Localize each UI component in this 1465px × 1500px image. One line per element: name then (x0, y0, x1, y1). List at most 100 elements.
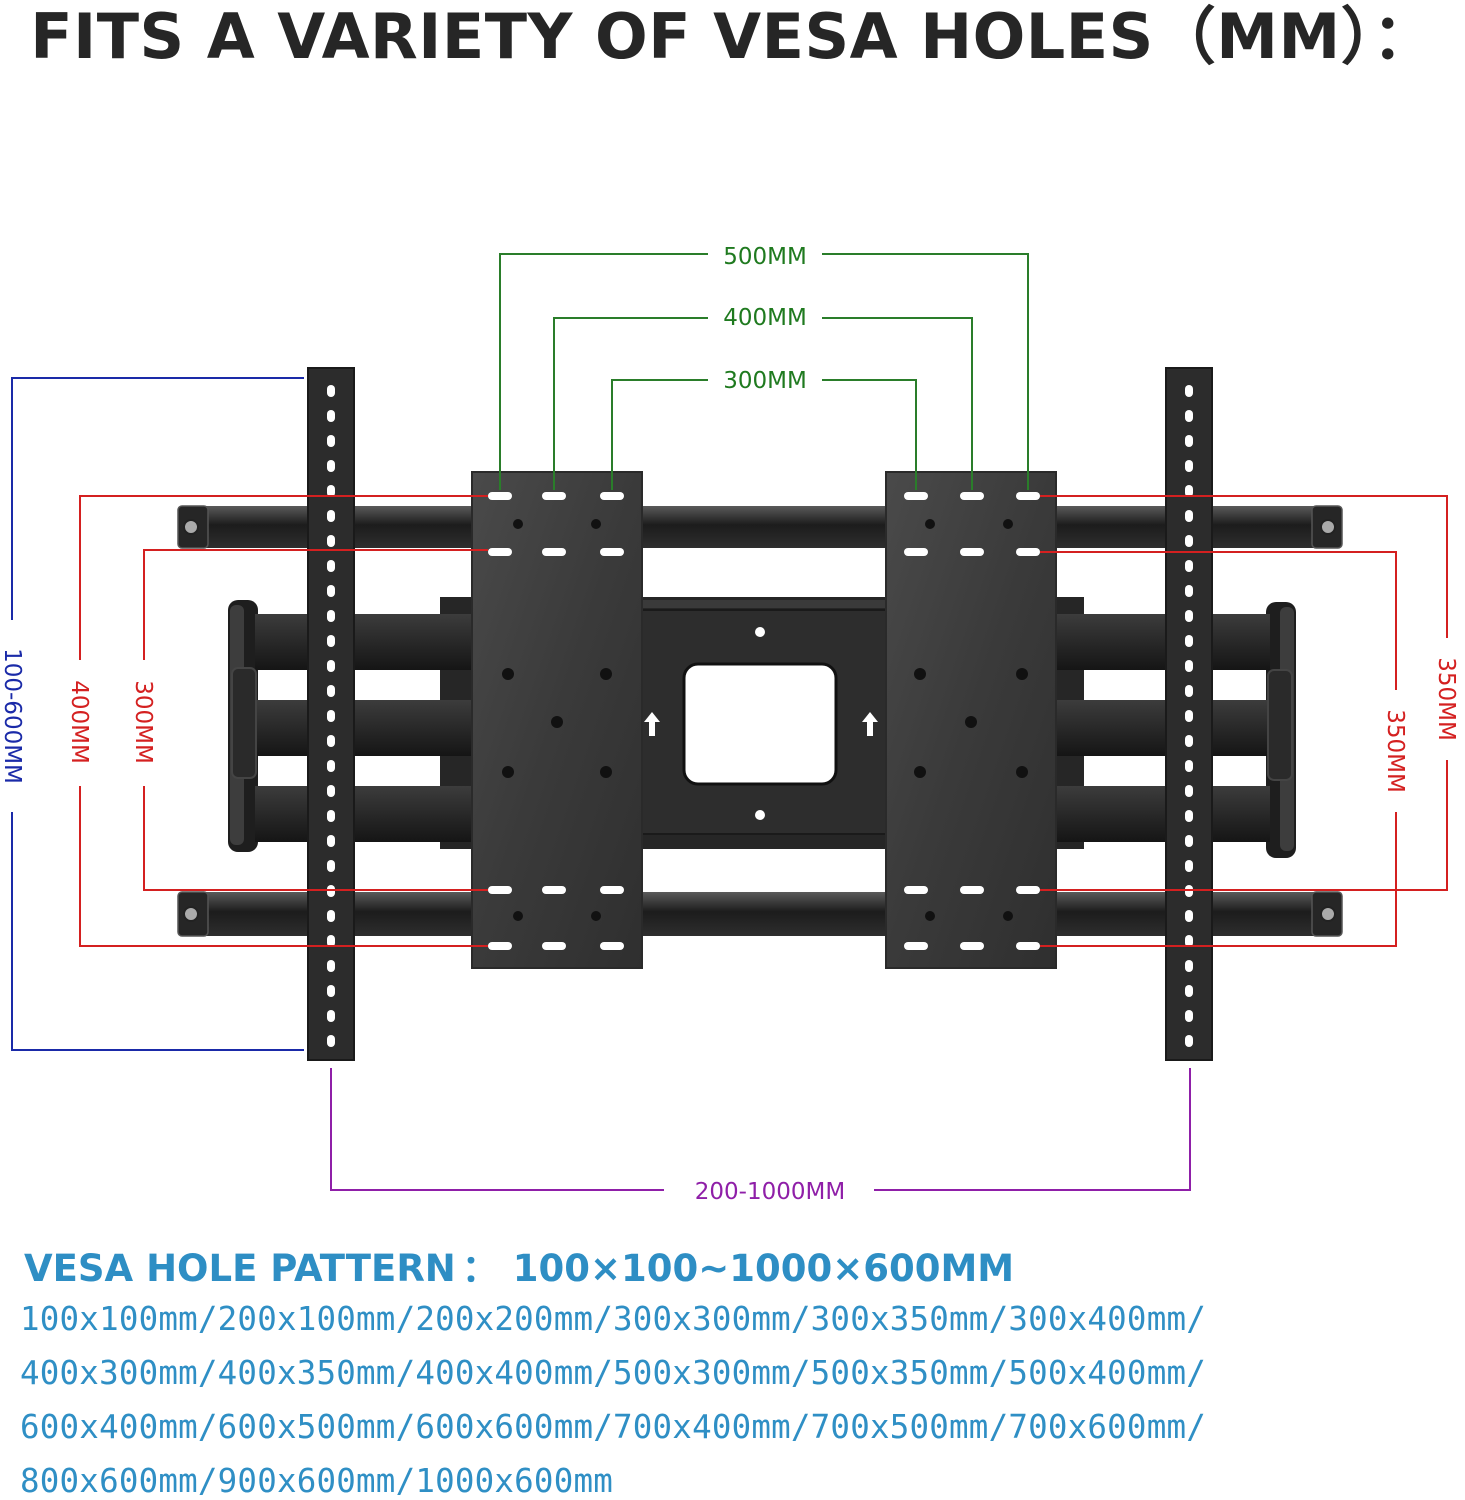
plate-screw-hole (513, 911, 523, 921)
dim-350mm-inner-label: 350MM (1382, 709, 1408, 793)
plate-screw-hole (502, 668, 514, 680)
bracket-slot (327, 560, 335, 572)
bracket-slot (327, 910, 335, 922)
pattern-list-line-3: 600x400mm/600x500mm/600x600mm/700x400mm/… (20, 1408, 1206, 1446)
plate-screw-hole (1003, 519, 1013, 529)
bracket-slot (327, 660, 335, 672)
bracket-slot (1185, 685, 1193, 697)
right-arm (1050, 602, 1296, 858)
bracket-slot (327, 1010, 335, 1022)
bottom-dimension (330, 1068, 1191, 1191)
left-arm (228, 600, 475, 852)
bracket-slot (1185, 735, 1193, 747)
pattern-list-line-1: 100x100mm/200x100mm/200x200mm/300x300mm/… (20, 1300, 1206, 1338)
bracket-slot (1185, 910, 1193, 922)
plate-screw-hole (1016, 766, 1028, 778)
vesa-pattern-range: 100×100~1000×600MM (512, 1247, 1015, 1290)
bracket-slot (327, 760, 335, 772)
dim-350mm-outer-label: 350MM (1433, 657, 1459, 741)
plate-screw-hole (1003, 911, 1013, 921)
vesa-hole (600, 492, 624, 500)
bracket-slot (327, 835, 335, 847)
bracket-slot (327, 785, 335, 797)
vesa-hole (1016, 492, 1040, 500)
vesa-hole (600, 548, 624, 556)
vesa-hole (960, 548, 984, 556)
vesa-hole (904, 942, 928, 950)
dim-300mm-vertical-label: 300MM (130, 680, 156, 764)
bracket-slot (1185, 585, 1193, 597)
bracket-slot (1185, 1035, 1193, 1047)
vesa-hole (488, 942, 512, 950)
dim-300mm-label: 300MM (723, 368, 807, 394)
plate-screw-hole (925, 519, 935, 529)
bracket-slot (327, 410, 335, 422)
bracket-slot (1185, 385, 1193, 397)
vesa-hole (542, 548, 566, 556)
bracket-slot (327, 960, 335, 972)
dim-100-600mm-label: 100-600MM (0, 648, 25, 784)
vesa-pattern-heading: VESA HOLE PATTERN：100×100~1000×600MM (24, 1238, 1014, 1292)
left-red-dimensions (79, 495, 488, 947)
vesa-hole (488, 886, 512, 894)
bracket-slot (327, 435, 335, 447)
bracket-slot (327, 810, 335, 822)
dim-200-1000mm-label: 200-1000MM (695, 1179, 845, 1205)
bracket-slot (327, 535, 335, 547)
bracket-slot (1185, 985, 1193, 997)
vesa-hole (904, 492, 928, 500)
bracket-slot (327, 385, 335, 397)
bracket-slot (1185, 435, 1193, 447)
plate-screw-hole (600, 668, 612, 680)
plate-screw-hole (965, 716, 977, 728)
bracket-slot (1185, 835, 1193, 847)
bracket-slots (327, 385, 1193, 1047)
bracket-slot (1185, 660, 1193, 672)
bracket-slot (1185, 785, 1193, 797)
horizontal-dimensions (499, 253, 1029, 490)
plate-screw-hole (1016, 668, 1028, 680)
bracket-slot (1185, 510, 1193, 522)
vesa-hole (1016, 886, 1040, 894)
bracket-slot (1185, 610, 1193, 622)
bracket-slot (1185, 935, 1193, 947)
bracket-slot (327, 510, 335, 522)
vesa-hole (1016, 942, 1040, 950)
bracket-slot (327, 635, 335, 647)
vesa-hole (542, 492, 566, 500)
bracket-slot (327, 685, 335, 697)
bracket-slot (1185, 1010, 1193, 1022)
bracket-slot (1185, 960, 1193, 972)
vesa-hole (542, 886, 566, 894)
bracket-slot (1185, 485, 1193, 497)
plate-screw-hole (591, 519, 601, 529)
vesa-hole (600, 886, 624, 894)
bracket-slot (1185, 760, 1193, 772)
left-blue-dimension (11, 377, 304, 1051)
bracket-slot (327, 710, 335, 722)
bracket-slot (327, 860, 335, 872)
bracket-slot (327, 485, 335, 497)
bracket-slot (1185, 810, 1193, 822)
bracket-slot (1185, 710, 1193, 722)
plate-screw-hole (502, 766, 514, 778)
plate-screw-hole (551, 716, 563, 728)
plate-screw-hole (914, 766, 926, 778)
vesa-hole (904, 886, 928, 894)
page-title: FITS A VARIETY OF VESA HOLES（MM）： (30, 0, 1435, 73)
plate-screw-hole (591, 911, 601, 921)
dim-500mm-label: 500MM (723, 244, 807, 270)
bracket-slot (1185, 635, 1193, 647)
vesa-hole (960, 492, 984, 500)
bracket-slot (1185, 860, 1193, 872)
pattern-list-line-4: 800x600mm/900x600mm/1000x600mm (20, 1462, 613, 1500)
bracket-slot (327, 735, 335, 747)
vesa-pattern-heading-label: VESA HOLE PATTERN (24, 1247, 456, 1290)
bracket-slot (327, 935, 335, 947)
bracket-slot (327, 585, 335, 597)
tv-mount (177, 367, 1343, 1061)
right-red-dimensions (1040, 495, 1448, 947)
plate-screw-hole (513, 519, 523, 529)
pattern-list-line-2: 400x300mm/400x350mm/400x400mm/500x300mm/… (20, 1354, 1206, 1392)
